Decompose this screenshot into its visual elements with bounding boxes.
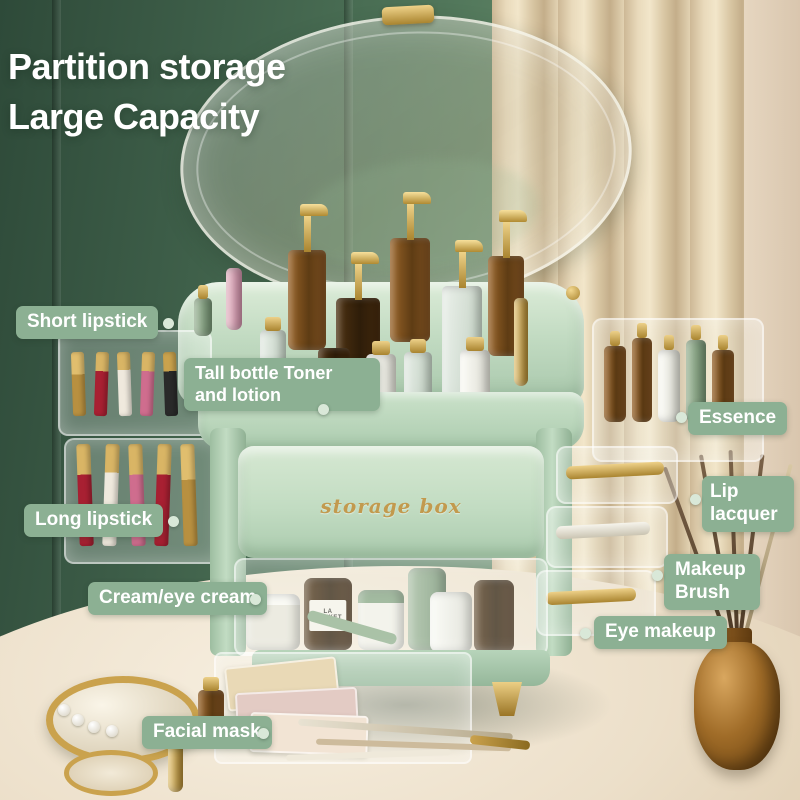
- pump-bottle: [288, 204, 328, 350]
- front-drawer-face: storage box: [238, 446, 544, 558]
- cream-jar: [430, 592, 472, 652]
- nail-polish: [194, 285, 212, 336]
- label-essence: Essence: [688, 402, 788, 435]
- gold-compact: [64, 750, 158, 796]
- pearl-bead: [106, 725, 118, 737]
- diffuser-vase: [694, 642, 780, 770]
- label-tall-bottle: Tall bottle Toner and lotion: [184, 358, 380, 412]
- connector-dot: [580, 628, 591, 639]
- gold-spray: [514, 298, 528, 386]
- storage-box-script: storage box: [320, 494, 462, 518]
- pearl-bead: [72, 714, 84, 726]
- lipstick-tube: [93, 351, 110, 417]
- headline-line-1: Partition storage: [8, 46, 286, 87]
- connector-dot: [163, 318, 174, 329]
- cream-jar: [474, 580, 514, 652]
- label-cream-eye-cream: Cream/eye cream: [88, 582, 268, 615]
- lipstick-tube: [162, 351, 179, 417]
- connector-dot: [258, 728, 269, 739]
- lid-gold-clasp: [381, 4, 435, 26]
- lipstick-tube: [116, 351, 133, 417]
- label-lip-lacquer: Lip lacquer: [702, 476, 794, 532]
- serum-bottle: [604, 331, 626, 422]
- pump-bottle: [390, 192, 431, 342]
- serum-bottle: [686, 325, 706, 422]
- lipstick-tube: [70, 351, 87, 417]
- connector-dot: [690, 494, 701, 505]
- pearl-bead: [58, 704, 70, 716]
- headline-line-2: Large Capacity: [8, 96, 260, 137]
- lipstick-tube-gold: [168, 740, 183, 792]
- serum-bottle: [658, 335, 680, 422]
- connector-dot: [250, 594, 261, 605]
- label-eye-makeup: Eye makeup: [594, 616, 727, 649]
- gold-hinge: [566, 286, 580, 300]
- cosmetic-tube: [226, 268, 242, 330]
- label-short-lipstick: Short lipstick: [16, 306, 159, 339]
- label-facial-mask: Facial mask: [142, 716, 272, 749]
- connector-dot: [168, 516, 179, 527]
- connector-dot: [652, 570, 663, 581]
- label-long-lipstick: Long lipstick: [24, 504, 164, 537]
- pearl-bead: [88, 721, 100, 733]
- serum-bottle: [632, 323, 652, 422]
- wall-right: [744, 0, 800, 660]
- headline: Partition storage Large Capacity: [8, 42, 286, 142]
- drawer-glass-front: [234, 558, 548, 656]
- connector-dot: [676, 412, 687, 423]
- lipstick-tube: [139, 351, 156, 417]
- label-makeup-brush: Makeup Brush: [664, 554, 760, 610]
- connector-dot: [318, 404, 329, 415]
